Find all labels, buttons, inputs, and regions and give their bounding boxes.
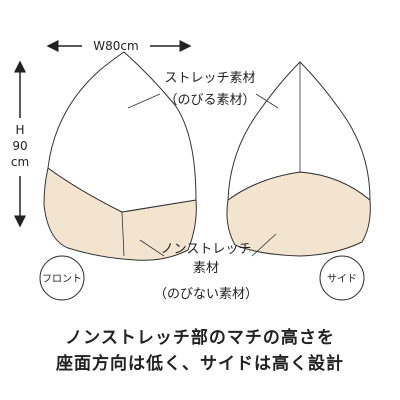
nonstretch-leader-left	[139, 239, 165, 257]
front-view-badge: フロント	[39, 255, 85, 301]
side-badge-circle	[319, 255, 365, 301]
height-dimension: H 90 cm	[11, 60, 29, 228]
front-view-label: フロント	[42, 274, 82, 285]
front-stretch-panel	[47, 51, 197, 213]
height-label-h: H	[15, 123, 24, 137]
side-view-beanbag	[226, 61, 371, 257]
nonstretch-label-line2: 素材	[193, 261, 219, 276]
nonstretch-label-line3: （のびない素材）	[154, 287, 258, 302]
stretch-material-callout: ストレッチ素材 （のびる素材）	[127, 71, 279, 109]
height-label-num: 90	[12, 139, 27, 153]
nonstretch-label-line1: ノンストレッチ	[161, 242, 252, 257]
side-view-badge: サイド	[319, 255, 365, 301]
front-seam-line	[121, 211, 125, 257]
stretch-leader-left	[127, 93, 161, 109]
stretch-label-line1: ストレッチ素材	[164, 71, 255, 86]
height-label-unit: cm	[11, 155, 29, 169]
width-dimension: W80cm	[46, 39, 192, 53]
side-view-label: サイド	[327, 273, 357, 285]
caption-line2: 座面方向は低く、サイドは高く設計	[56, 354, 344, 374]
width-label: W80cm	[93, 39, 138, 53]
stretch-leader-right	[255, 93, 279, 109]
front-badge-circle	[39, 255, 85, 301]
nonstretch-leader-right	[251, 233, 277, 257]
nonstretch-material-callout: ノンストレッチ 素材 （のびない素材）	[139, 233, 277, 302]
stretch-label-line2: （のびる素材）	[164, 93, 255, 108]
front-view-beanbag	[43, 51, 197, 261]
caption-line1: ノンストレッチ部のマチの高さを	[65, 328, 335, 348]
